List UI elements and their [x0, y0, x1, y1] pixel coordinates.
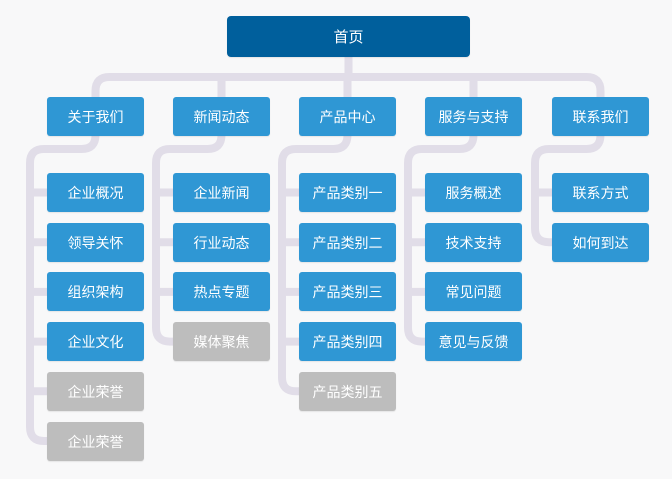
page-node-news-2[interactable]: 行业动态	[173, 223, 270, 262]
page-node-products-3[interactable]: 产品类别三	[299, 272, 396, 311]
connector-line	[404, 131, 478, 346]
section-node-about[interactable]: 关于我们	[47, 97, 144, 136]
page-node-service-3[interactable]: 常见问题	[425, 272, 522, 311]
connector-line	[531, 131, 605, 247]
page-node-service-1[interactable]: 服务概述	[425, 173, 522, 212]
page-node-service-2[interactable]: 技术支持	[425, 223, 522, 262]
home-node[interactable]: 首页	[227, 16, 470, 57]
page-node-about-4[interactable]: 企业文化	[47, 322, 144, 361]
connector-line	[278, 131, 352, 396]
connector-line	[26, 131, 100, 445]
page-node-news-1[interactable]: 企业新闻	[173, 173, 270, 212]
page-node-contact-2[interactable]: 如何到达	[552, 223, 649, 262]
page-node-service-4[interactable]: 意见与反馈	[425, 322, 522, 361]
page-node-about-6[interactable]: 企业荣誉	[47, 422, 144, 461]
page-node-products-4[interactable]: 产品类别四	[299, 322, 396, 361]
section-node-news[interactable]: 新闻动态	[173, 97, 270, 136]
page-node-about-3[interactable]: 组织架构	[47, 272, 144, 311]
page-node-about-1[interactable]: 企业概况	[47, 173, 144, 212]
page-node-contact-1[interactable]: 联系方式	[552, 173, 649, 212]
page-node-news-3[interactable]: 热点专题	[173, 272, 270, 311]
page-node-news-4[interactable]: 媒体聚焦	[173, 322, 270, 361]
page-node-products-5[interactable]: 产品类别五	[299, 372, 396, 411]
section-node-service[interactable]: 服务与支持	[425, 97, 522, 136]
page-node-about-5[interactable]: 企业荣誉	[47, 372, 144, 411]
page-node-products-2[interactable]: 产品类别二	[299, 223, 396, 262]
page-node-about-2[interactable]: 领导关怀	[47, 223, 144, 262]
section-node-products[interactable]: 产品中心	[299, 97, 396, 136]
connector-line	[152, 131, 226, 346]
page-node-products-1[interactable]: 产品类别一	[299, 173, 396, 212]
section-node-contact[interactable]: 联系我们	[552, 97, 649, 136]
